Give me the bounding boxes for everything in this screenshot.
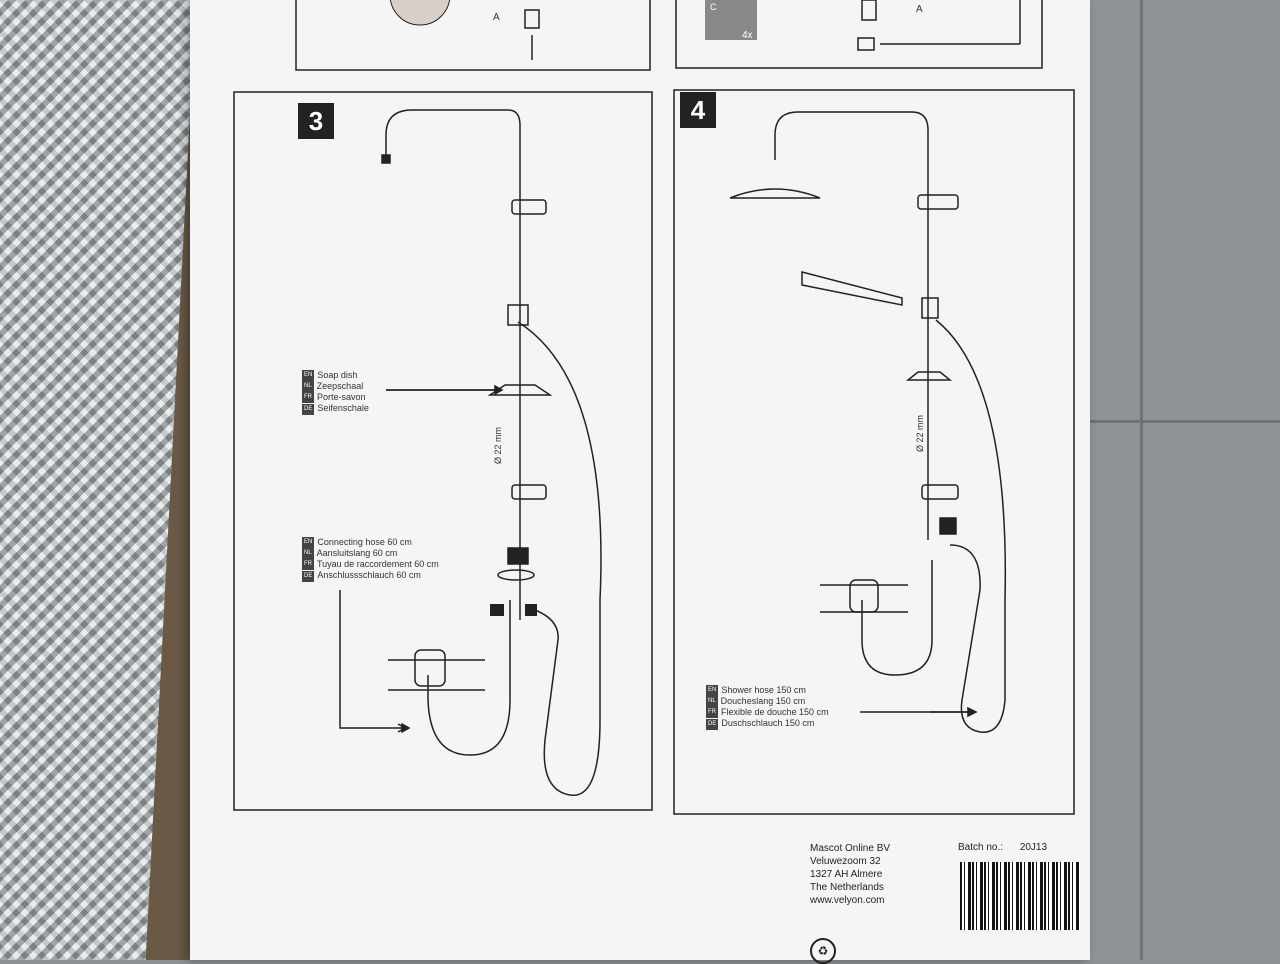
shower-hose-de: Duschschlauch 150 cm: [721, 718, 815, 729]
shower-hose-nl: Doucheslang 150 cm: [720, 696, 806, 707]
tile-seam: [1080, 420, 1280, 423]
lang-tag: DE: [706, 718, 719, 730]
barcode: [960, 862, 1080, 930]
city: 1327 AH Almere: [810, 869, 883, 880]
plug-box: [705, 0, 757, 40]
lang-tag: NL: [302, 548, 314, 560]
fitting-label-a: A: [493, 12, 500, 23]
top-fittings: [524, 0, 1021, 60]
diameter-label-3: Ø 22 mm: [493, 426, 504, 465]
tile-seam: [1140, 0, 1143, 960]
detail-circle: [389, 0, 451, 26]
shower-hose-fr: Flexible de douche 150 cm: [721, 707, 829, 718]
panel-3-fittings: [490, 604, 537, 616]
panel-3-shower-rail: [339, 109, 602, 796]
part-letter: C: [710, 2, 717, 12]
connecting-hose-fr: Tuyau de raccordement 60 cm: [317, 559, 439, 570]
step-3-badge: 3: [298, 103, 334, 139]
company-name: Mascot Online BV: [810, 843, 891, 854]
fitting-label-a-right: A: [916, 4, 923, 15]
lang-tag: EN: [302, 370, 315, 382]
street: Veluwezoom 32: [810, 856, 881, 867]
batch-label: Batch no.:: [958, 842, 1004, 853]
lang-tag: NL: [706, 696, 718, 708]
soap-dish-de: Seifenschale: [317, 403, 369, 414]
country: The Netherlands: [810, 882, 884, 893]
soap-dish-nl: Zeepschaal: [316, 381, 364, 392]
shower-hose-en: Shower hose 150 cm: [721, 685, 806, 695]
lang-tag: DE: [302, 570, 315, 582]
connecting-hose-en: Connecting hose 60 cm: [317, 537, 412, 547]
lang-tag: FR: [302, 559, 314, 571]
panel-3-frame: [233, 91, 653, 811]
lang-tag: FR: [706, 707, 718, 719]
panel-4-shower-rail: [729, 111, 1007, 733]
lang-tag: EN: [706, 685, 719, 697]
panel-1-frame: [295, 0, 651, 71]
connecting-hose-nl: Aansluitslang 60 cm: [316, 548, 398, 559]
recycle-icon: ♻: [810, 938, 836, 964]
soap-dish-en: Soap dish: [317, 370, 358, 380]
lang-tag: NL: [302, 381, 314, 393]
lang-tag: DE: [302, 403, 315, 415]
batch-value: 20J13: [1019, 842, 1048, 853]
panel-4-frame: [673, 89, 1075, 815]
step-4-badge: 4: [680, 92, 716, 128]
quantity-label: 4x: [742, 30, 753, 41]
instruction-diagram: [233, 0, 1075, 815]
connecting-hose-de: Anschlussschlauch 60 cm: [317, 570, 421, 581]
manufacturer-address: Mascot Online BV Veluwezoom 32 1327 AH A…: [810, 842, 890, 907]
lang-tag: EN: [302, 537, 315, 549]
label-arrows: [386, 384, 978, 734]
lang-tag: FR: [302, 392, 314, 404]
website: www.velyon.com: [810, 895, 885, 906]
soap-dish-fr: Porte-savon: [317, 392, 366, 403]
tile-floor: [1080, 0, 1280, 960]
panel-2-frame: [675, 0, 1043, 69]
diameter-label-4: Ø 22 mm: [915, 414, 926, 453]
batch-number: Batch no.: 20J13: [958, 842, 1047, 853]
